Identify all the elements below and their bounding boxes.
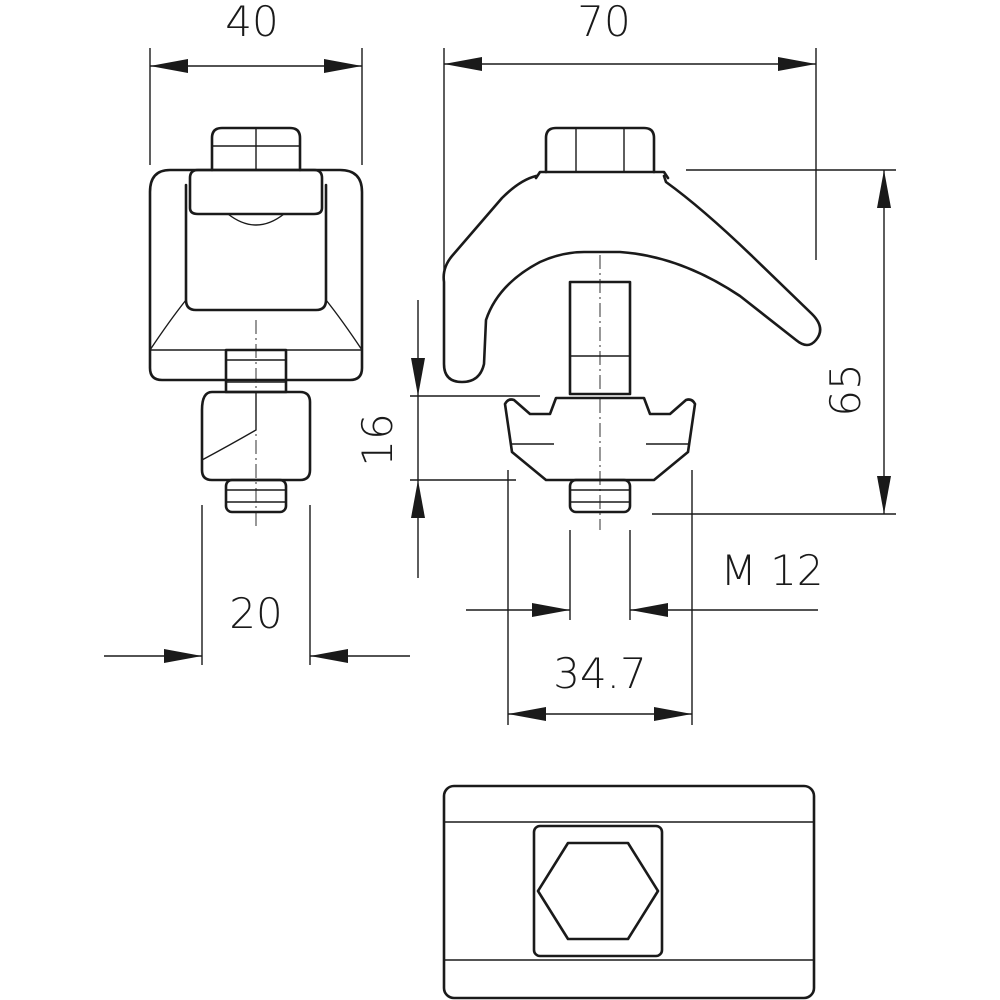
dim-34-7-label: 34.7 (553, 649, 647, 698)
dim-40: 40 (149, 0, 363, 165)
dim-m12: M 12 (466, 530, 824, 620)
dim-40-label: 40 (225, 0, 278, 46)
dim-20: 20 (104, 505, 410, 665)
front-view (442, 126, 822, 530)
dim-20-label: 20 (229, 589, 282, 638)
dim-70: 70 (443, 0, 817, 270)
dim-34-7: 34.7 (507, 470, 693, 725)
top-view (442, 784, 816, 1000)
dim-65-label: 65 (821, 363, 870, 416)
side-view (148, 126, 364, 530)
dim-m12-label: M 12 (720, 546, 823, 595)
dim-16-label: 16 (353, 413, 402, 466)
dim-70-label: 70 (577, 0, 630, 46)
dim-16: 16 (353, 300, 540, 578)
dim-65: 65 (652, 169, 896, 515)
